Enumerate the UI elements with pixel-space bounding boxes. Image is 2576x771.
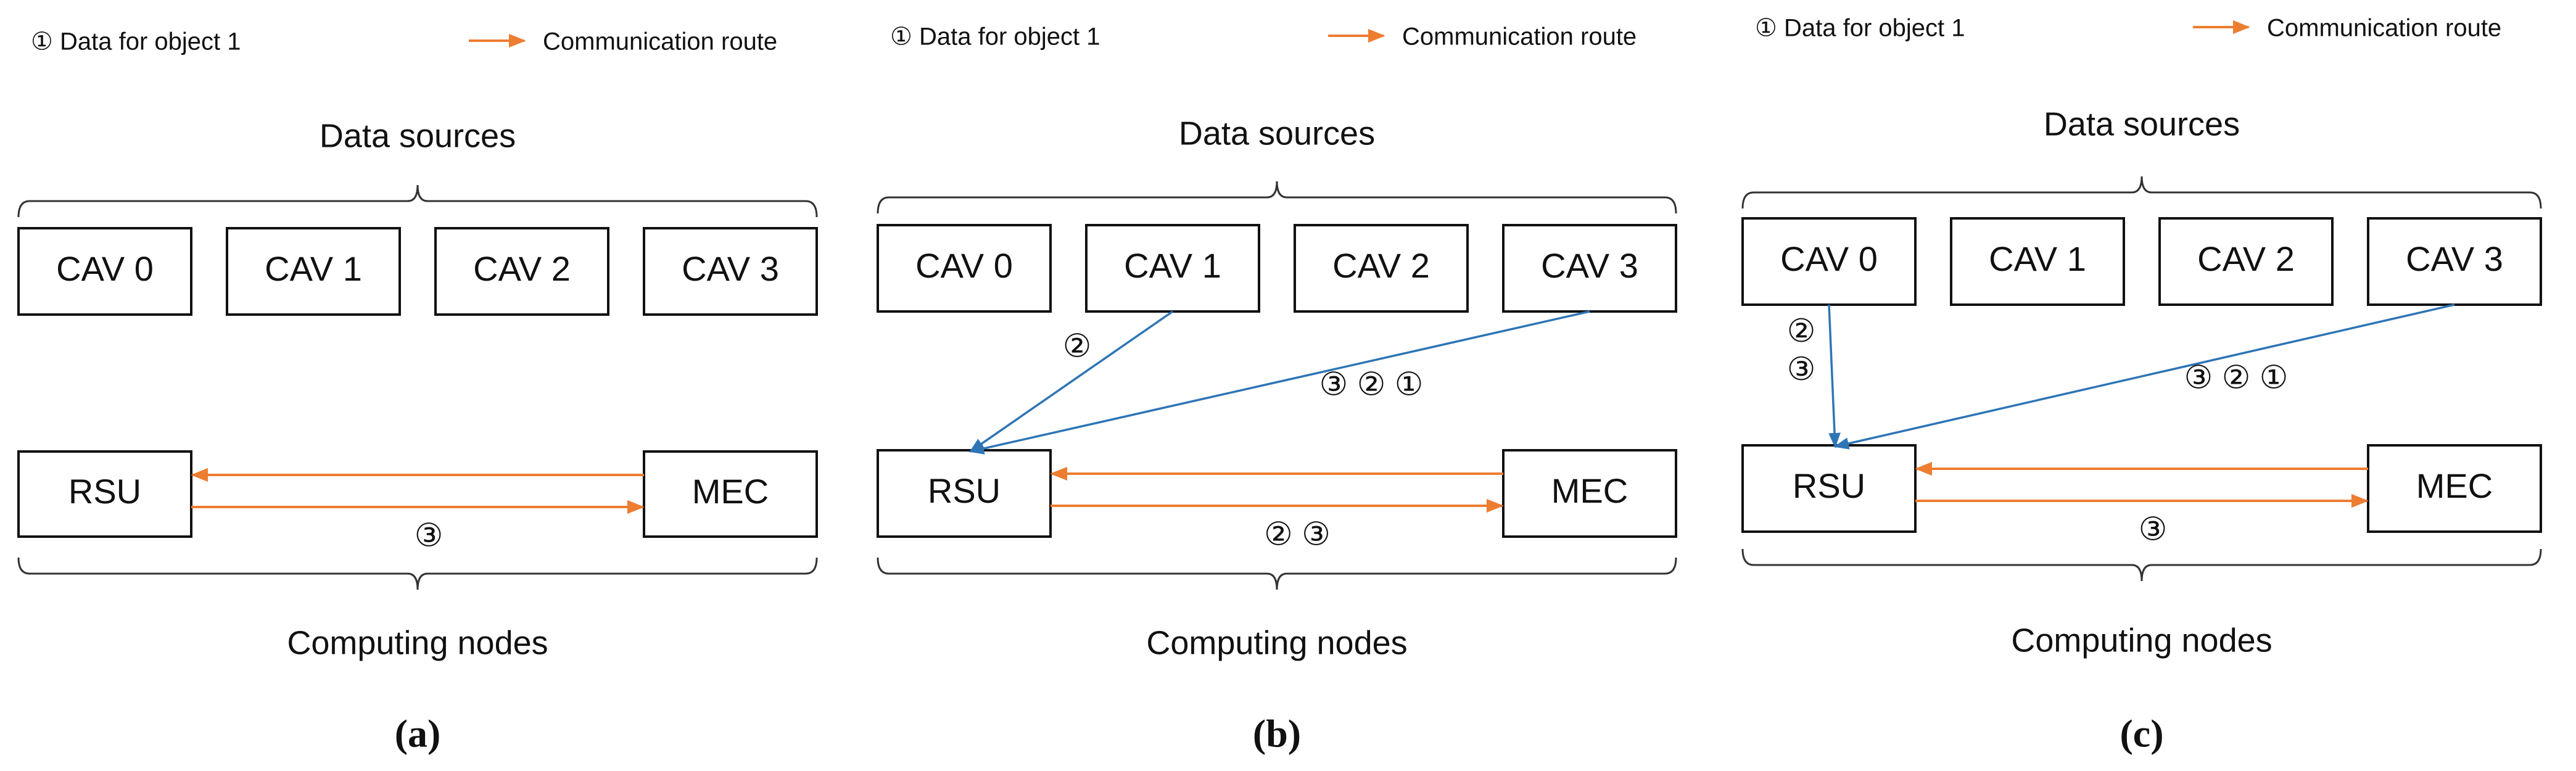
panel-c: ① Data for object 1 Communication routeDa… [1741, 15, 2542, 756]
legend-data-label: ① Data for object 1 [890, 23, 1100, 51]
cav-0-to-rsu-link [1828, 304, 1841, 448]
cav-0-data-label-line: ② [1787, 313, 1816, 349]
cav-label-0: CAV 0 [915, 246, 1013, 285]
cav-box-0 [1741, 217, 1917, 306]
cav-label-0: CAV 0 [56, 249, 154, 288]
cav-box-1 [1085, 224, 1260, 313]
cav-box-2 [434, 227, 609, 316]
cav-box-2 [1294, 224, 1469, 313]
mec-box [1502, 449, 1677, 538]
mec-box [2367, 444, 2542, 533]
cav-label-1: CAV 1 [265, 249, 362, 288]
computing-nodes-label: Computing nodes [2011, 622, 2272, 659]
panel-a: ① Data for object 1 Communication routeDa… [17, 28, 818, 756]
rsu-mec-data-label: ③ [415, 518, 444, 554]
panel-caption: (c) [2120, 712, 2163, 756]
cav-box-0 [17, 227, 192, 316]
cav-3-data-label: ③ ② ① [2184, 360, 2289, 396]
mec-label: MEC [1551, 471, 1628, 510]
cav-label-3: CAV 3 [1541, 246, 1638, 285]
legend-data-label: ① Data for object 1 [1755, 15, 1965, 42]
panel-caption: (b) [1253, 712, 1301, 756]
computing-nodes-label: Computing nodes [1146, 624, 1407, 661]
cav-label-2: CAV 2 [2197, 239, 2295, 278]
cav-box-3 [2367, 217, 2542, 306]
panel-caption: (a) [395, 712, 441, 756]
computing-nodes-brace [17, 557, 818, 590]
cav-0-data-label-line: ③ [1787, 352, 1816, 387]
cav-box-3 [1502, 224, 1677, 313]
cav-label-1: CAV 1 [1124, 246, 1221, 285]
rsu-label: RSU [928, 471, 1001, 510]
legend-route-label: Communication route [2267, 15, 2501, 42]
cav-3-data-label: ③ ② ① [1319, 367, 1424, 403]
data-sources-label: Data sources [320, 117, 516, 154]
cav-box-3 [643, 227, 818, 316]
rsu-mec-data-label: ③ [2139, 512, 2168, 548]
cav-box-1 [1950, 217, 2125, 306]
cav-3-to-rsu-link [968, 310, 1590, 455]
rsu-box [1741, 444, 1917, 533]
cav-box-0 [877, 224, 1052, 313]
cav-1-data-label: ② [1063, 329, 1092, 365]
cav-box-1 [226, 227, 401, 316]
legend-route-label: Communication route [1402, 23, 1637, 51]
rsu-box [877, 449, 1052, 538]
rsu-box [17, 450, 192, 538]
cav-label-1: CAV 1 [1989, 239, 2086, 278]
data-sources-brace [17, 184, 818, 218]
legend-data-label: ① Data for object 1 [31, 28, 241, 56]
rsu-label: RSU [68, 472, 141, 511]
mec-label: MEC [2416, 466, 2493, 505]
data-sources-label: Data sources [1179, 115, 1375, 152]
data-sources-label: Data sources [2044, 105, 2240, 142]
computing-nodes-label: Computing nodes [287, 624, 548, 661]
cav-box-2 [2158, 217, 2334, 306]
cav-label-3: CAV 3 [682, 249, 779, 288]
cav-label-2: CAV 2 [1332, 246, 1430, 285]
data-sources-brace [1741, 176, 2542, 209]
mec-label: MEC [692, 472, 769, 511]
rsu-label: RSU [1793, 466, 1865, 505]
computing-nodes-brace [1741, 548, 2542, 582]
cav-label-3: CAV 3 [2406, 239, 2503, 278]
computing-nodes-brace [877, 557, 1677, 590]
cav-3-to-rsu-link [1833, 303, 2455, 450]
legend-route-label: Communication route [543, 28, 777, 56]
rsu-mec-data-label: ② ③ [1264, 517, 1331, 553]
cav-label-0: CAV 0 [1780, 239, 1878, 278]
cav-1-to-rsu-link [968, 310, 1173, 453]
panel-b: ① Data for object 1 Communication routeDa… [877, 23, 1677, 756]
mec-box [643, 450, 818, 538]
cav-label-2: CAV 2 [473, 249, 571, 288]
data-sources-brace [877, 181, 1677, 214]
